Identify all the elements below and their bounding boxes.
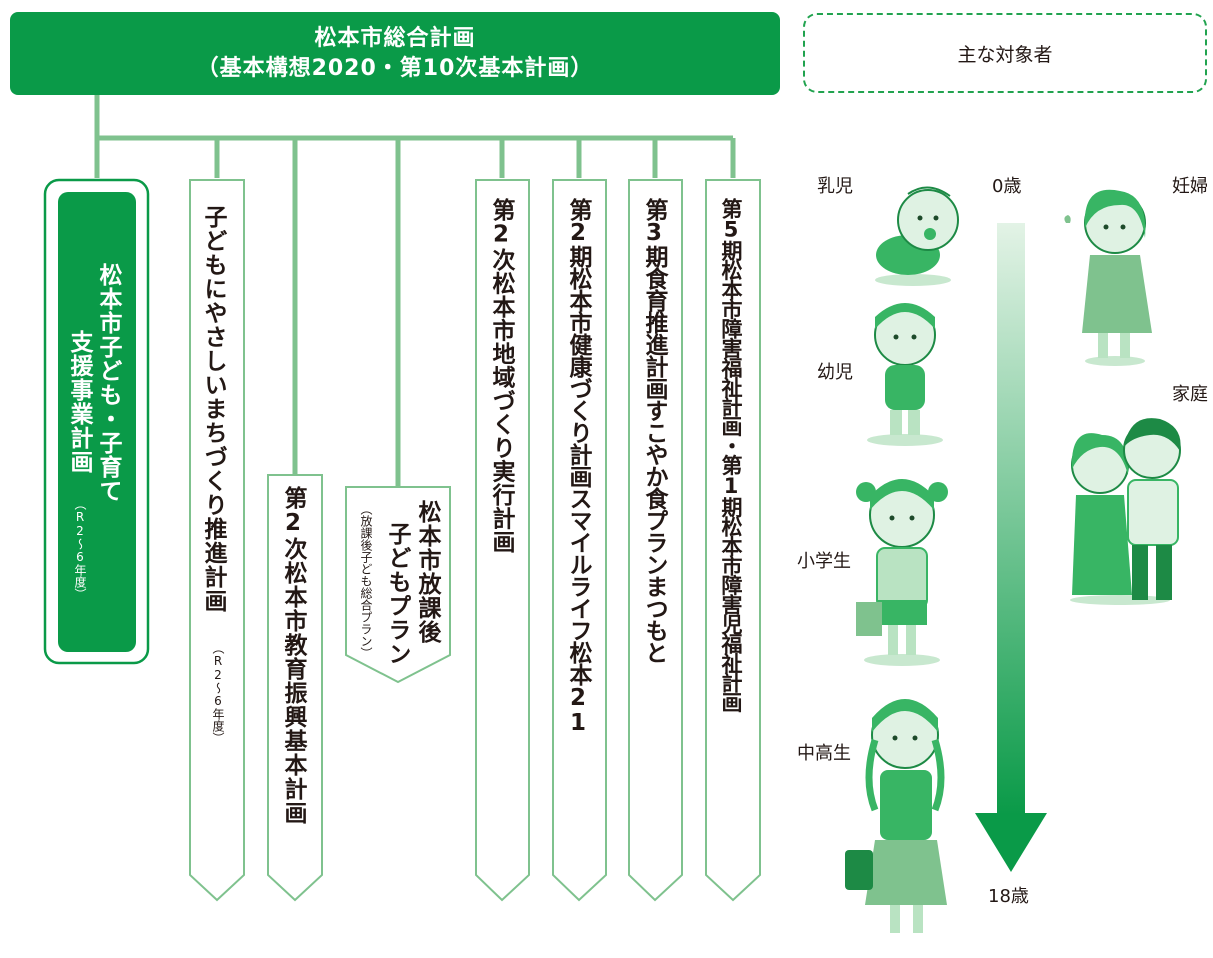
master-plan-box: 松本市総合計画 （基本構想2020・第10次基本計画）: [10, 12, 780, 95]
group-pregnant: 妊婦: [1172, 176, 1208, 197]
plan-3-outline: [267, 474, 323, 902]
plan-5-outline: [475, 179, 530, 902]
age-group-infant: 乳児: [817, 176, 853, 197]
plan-4-title-col2: 子どもプラン: [384, 522, 410, 666]
toddler-figure-icon: [867, 303, 943, 446]
plan-1-note: （R2～6年度）: [73, 498, 87, 600]
student-figure-icon: [845, 699, 947, 933]
down-arrow-icon: [975, 813, 1047, 872]
plan-2-note: （R2～6年度）: [211, 642, 225, 744]
age-group-student: 中高生: [797, 743, 851, 764]
plan-1-title-col2: 支援事業計画: [66, 330, 92, 474]
plan-2-outline: [189, 179, 245, 902]
plan-1-title-col1: 松本市子ども・子育て: [95, 263, 121, 503]
age-arrow-shaft: [997, 223, 1025, 815]
pregnant-woman-icon: [1064, 189, 1152, 366]
master-plan-subtitle: （基本構想2020・第10次基本計画）: [196, 55, 594, 81]
age-start-label: 0歳: [992, 176, 1022, 197]
plan-4-outline: [345, 486, 451, 684]
plan-7-title: 第3期食育推進計画すこやか食プランまつもと: [641, 198, 667, 663]
plan-5-title: 第2次松本市地域づくり実行計画: [488, 198, 514, 554]
group-family: 家庭: [1172, 384, 1208, 405]
age-group-toddler: 幼児: [817, 362, 853, 383]
plan-8-outline: [705, 179, 761, 902]
plan-4-title-col1: 松本市放課後: [414, 500, 440, 644]
plan-1-fill: [58, 192, 136, 652]
age-group-schoolchild: 小学生: [797, 551, 851, 572]
plan-6-outline: [552, 179, 607, 902]
target-audience-box: 主な対象者: [803, 13, 1207, 93]
age-end-label: 18歳: [988, 886, 1029, 907]
plan-8-title: 第5期松本市障害福祉計画・第1期松本市障害児福祉計画: [719, 198, 743, 711]
couple-icon: [1070, 418, 1181, 605]
plan-7-outline: [628, 179, 683, 902]
master-plan-title: 松本市総合計画: [314, 25, 476, 51]
schoolchild-figure-icon: [856, 479, 948, 666]
infant-figure-icon: [875, 186, 959, 286]
plan-4-note: （放課後子ども総合プラン）: [359, 503, 373, 659]
plan-3-title: 第2次松本市教育振興基本計画: [280, 486, 306, 825]
plan-2-title: 子どもにやさしいまちづくり推進計画: [200, 205, 226, 613]
target-audience-label: 主な対象者: [957, 43, 1053, 66]
plan-6-title: 第2期松本市健康づくり計画スマイルライフ松本21: [565, 198, 591, 735]
